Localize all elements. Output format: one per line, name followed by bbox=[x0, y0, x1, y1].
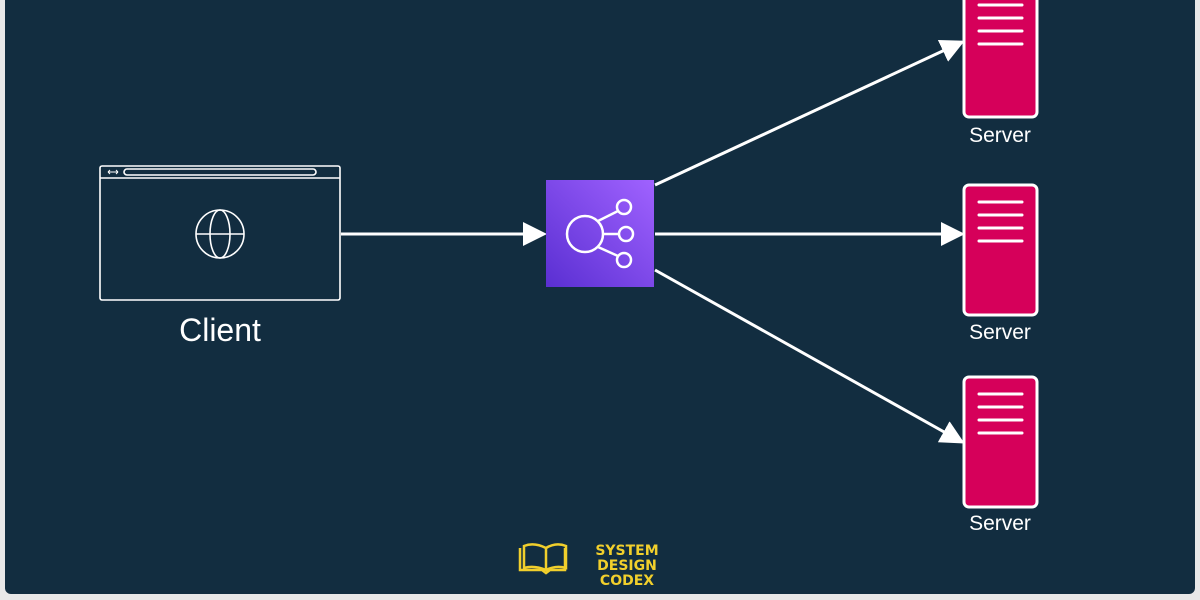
server-1-label: Server bbox=[969, 124, 1031, 147]
server-3-icon bbox=[962, 375, 1039, 509]
diagram-canvas bbox=[5, 0, 1195, 594]
load-balancer-icon bbox=[546, 180, 654, 287]
server-2-label: Server bbox=[969, 321, 1031, 344]
connection-arrows bbox=[341, 39, 965, 444]
logo-line-1: SYSTEM DESIGN bbox=[595, 543, 659, 574]
arrow-lb-to-server-3 bbox=[654, 268, 965, 444]
server-2-icon bbox=[962, 183, 1039, 317]
book-logo-icon bbox=[518, 543, 568, 575]
server-1-icon bbox=[962, 0, 1039, 119]
client-label: Client bbox=[179, 312, 261, 348]
logo-line-2: CODEX bbox=[599, 573, 655, 589]
logo-text: SYSTEM DESIGN CODEX bbox=[568, 544, 686, 589]
arrow-lb-to-server-1 bbox=[654, 39, 965, 187]
diagram-svg bbox=[99, 0, 1039, 575]
server-3-label: Server bbox=[969, 512, 1031, 535]
client-browser-icon bbox=[99, 165, 341, 301]
